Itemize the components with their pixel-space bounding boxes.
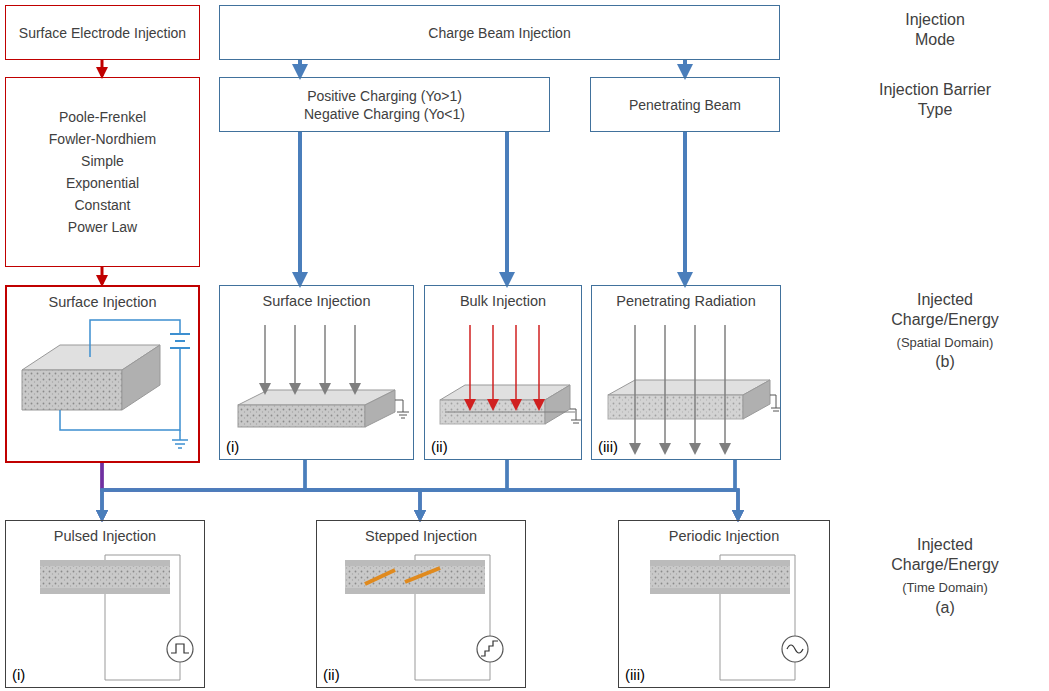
mode-box: Surface Electrode Injection — [5, 5, 200, 60]
box-label: Penetrating Radiation — [600, 292, 772, 310]
box-label: Negative Charging (Yo<1) — [304, 105, 465, 123]
box-label: Surface Electrode Injection — [19, 24, 186, 42]
panel-number: (ii) — [323, 666, 340, 683]
box-label: Charge Beam Injection — [428, 24, 570, 42]
flow-arrow — [683, 132, 687, 284]
spatial-box: Surface Injection — [5, 285, 200, 463]
box-label: Power Law — [68, 216, 137, 238]
box-label: Positive Charging (Yo>1) — [307, 87, 462, 105]
mode-box: Charge Beam Injection — [219, 5, 780, 60]
flow-arrow — [101, 267, 104, 284]
panel-number: (i) — [226, 438, 239, 455]
box-label: Bulk Injection — [433, 292, 573, 310]
flow-arrow — [505, 132, 509, 284]
box-label: Poole-Frenkel — [59, 106, 146, 128]
row-label: Injected Charge/Energy — [885, 535, 1005, 575]
periodic-circuit — [650, 555, 808, 680]
row-label: Injection Mode — [885, 10, 985, 50]
stepped-circuit — [345, 555, 503, 680]
box-label: Surface Injection — [228, 292, 405, 310]
panel-number: (i) — [12, 666, 25, 683]
panel-number: (iii) — [625, 666, 645, 683]
box-label: Periodic Injection — [627, 527, 821, 545]
panel-number: (ii) — [431, 438, 448, 455]
barrier-box: Poole-FrenkelFowler-NordhiemSimpleExpone… — [5, 77, 200, 267]
box-label: Simple — [81, 150, 124, 172]
flow-arrow — [298, 132, 302, 284]
time-box: Stepped Injection (ii) — [316, 520, 526, 688]
flow-arrow — [683, 60, 687, 76]
box-label: Pulsed Injection — [14, 527, 196, 545]
panel-letter: (a) — [920, 598, 970, 618]
spatial-box: Penetrating Radiation (iii) — [591, 285, 781, 460]
barrier-box: Positive Charging (Yo>1)Negative Chargin… — [219, 77, 550, 132]
panel-letter: (b) — [920, 352, 970, 372]
spatial-box: Bulk Injection (ii) — [424, 285, 582, 460]
spatial-box: Surface Injection (i) — [219, 285, 414, 460]
box-label: Penetrating Beam — [629, 96, 741, 114]
flow-arrow — [102, 460, 735, 519]
row-label: Injection Barrier Type — [862, 80, 1008, 120]
penetrating-sample — [608, 325, 781, 452]
barrier-box: Penetrating Beam — [590, 77, 780, 132]
box-label: Stepped Injection — [325, 527, 517, 545]
flow-arrow — [101, 60, 104, 76]
box-label: Constant — [74, 194, 130, 216]
flow-arrow — [298, 60, 302, 76]
box-label: Exponential — [66, 172, 139, 194]
row-label: Injected Charge/Energy — [885, 290, 1005, 330]
flow-arrow — [420, 460, 735, 519]
time-box: Periodic Injection (iii) — [618, 520, 830, 688]
electrode-sample — [22, 320, 190, 448]
flow-arrow — [735, 460, 738, 519]
box-label: Fowler-Nordhiem — [49, 128, 156, 150]
time-box: Pulsed Injection (i) — [5, 520, 205, 688]
box-label: Surface Injection — [15, 293, 190, 311]
panel-number: (iii) — [598, 438, 618, 455]
row-sublabel: (Spatial Domain) — [870, 333, 1020, 353]
pulsed-circuit — [40, 555, 193, 680]
row-sublabel: (Time Domain) — [870, 578, 1020, 598]
surface-beam-sample — [238, 325, 409, 427]
bulk-beam-sample — [440, 325, 581, 424]
